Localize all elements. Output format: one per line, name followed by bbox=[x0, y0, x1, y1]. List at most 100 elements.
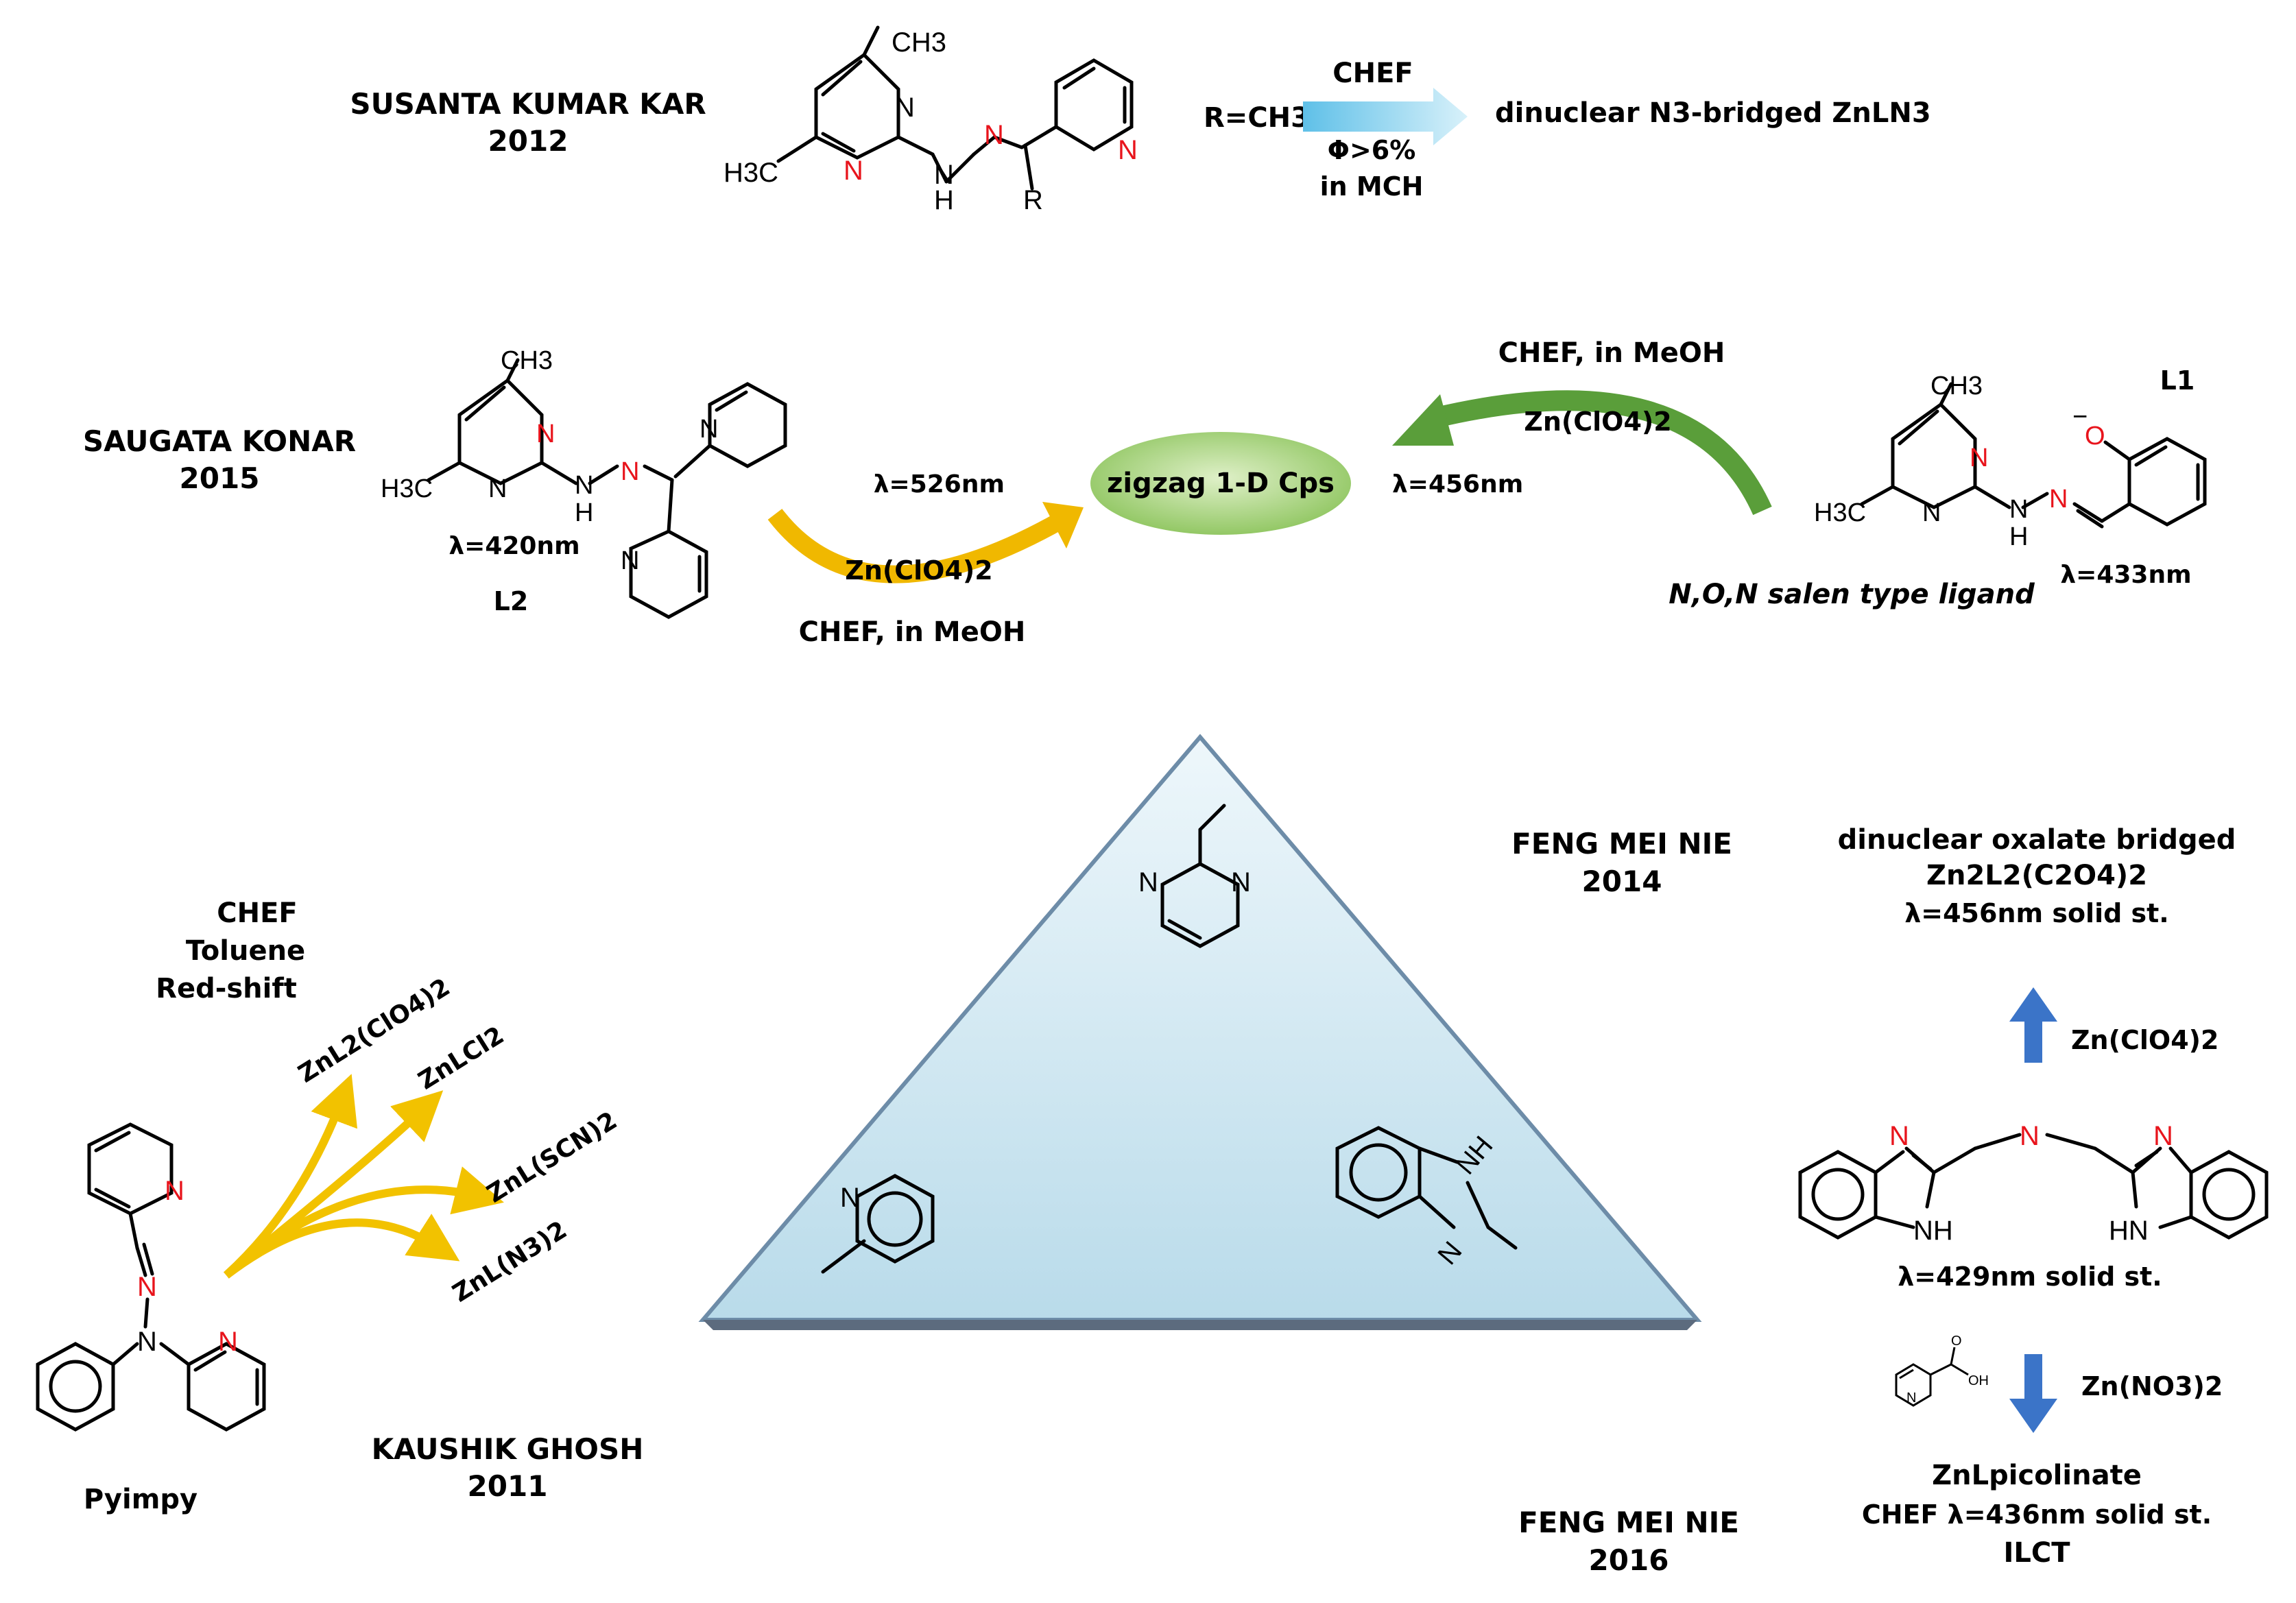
ghosh-product-4: ZnL(N3)2 bbox=[448, 1216, 572, 1307]
kar-pyrimidine-ring bbox=[814, 52, 900, 160]
konar-left-curved-arrow bbox=[767, 509, 1064, 583]
nie2014-author: FENG MEI NIE bbox=[1511, 827, 1732, 860]
l1-n-label-2: N bbox=[1922, 498, 1941, 527]
kar-ch3-label: CH3 bbox=[892, 27, 946, 58]
konar-year: 2015 bbox=[180, 461, 260, 495]
nie2016-author: FENG MEI NIE bbox=[1518, 1506, 1739, 1539]
nie2014-year: 2014 bbox=[1582, 865, 1662, 898]
kar-r-substituent: R=CH3 bbox=[1204, 102, 1310, 134]
ghosh-pyimpy-structure: N N N N bbox=[36, 1122, 266, 1432]
triangle-section: N N N NH N bbox=[698, 734, 1702, 1330]
l1-nh-n-label: N bbox=[2009, 495, 2028, 524]
l1-minus-sign: − bbox=[2072, 402, 2088, 431]
ghosh-author: KAUSHIK GHOSH bbox=[372, 1432, 644, 1466]
ghosh-condition-3: Red-shift bbox=[156, 973, 297, 1004]
konar-left-condition: CHEF, in MeOH bbox=[799, 616, 1026, 648]
nie2014-reagent: Zn(ClO4)2 bbox=[2071, 1025, 2219, 1055]
konar-right-curved-arrow bbox=[1431, 390, 1772, 516]
l2-ch3-label: CH3 bbox=[501, 346, 553, 375]
l2-h-label: H bbox=[575, 498, 593, 527]
picolinic-o: O bbox=[1951, 1334, 1962, 1349]
nie2014-product-line-1: dinuclear oxalate bridged bbox=[1838, 824, 2236, 856]
l2-nh-n-label: N bbox=[575, 471, 593, 500]
nie2016-year: 2016 bbox=[1589, 1543, 1669, 1577]
triangle-pyridine-n: N bbox=[840, 1183, 860, 1213]
konar-author: SAUGATA KONAR bbox=[83, 424, 356, 458]
ghosh-product-3: ZnL(SCN)2 bbox=[482, 1107, 622, 1209]
kar-ligand-structure: CH3 H3C N N N H N R N bbox=[724, 25, 1138, 215]
nie-ligand-nh: NH bbox=[1913, 1216, 1953, 1246]
kar-nh-n-label: N bbox=[934, 160, 954, 190]
triangle-pyrimidine: N N bbox=[1138, 804, 1251, 948]
l2-label: L2 bbox=[494, 586, 529, 616]
nie2016-reagent: Zn(NO3)2 bbox=[2081, 1371, 2223, 1401]
l2-lambda: λ=420nm bbox=[449, 532, 579, 560]
kar-n-label-1: N bbox=[895, 93, 915, 123]
l2-pyridine-ring-2 bbox=[629, 529, 708, 619]
nie-ligand-n-left: N bbox=[1889, 1121, 1909, 1151]
ghosh-ligand-name: Pyimpy bbox=[84, 1484, 198, 1515]
kar-h3c-label: H3C bbox=[724, 158, 778, 188]
l2-n-label-2: N bbox=[488, 474, 507, 503]
ghosh-product-2: ZnLCl2 bbox=[414, 1021, 509, 1095]
kar-pyridine-n-label: N bbox=[1118, 135, 1138, 165]
pyimpy-n-3: N bbox=[137, 1327, 157, 1357]
l2-pyridine-n-label-1: N bbox=[699, 415, 718, 444]
kar-n-label-2: N bbox=[844, 156, 863, 186]
l1-description: N,O,N salen type ligand bbox=[1669, 579, 2035, 610]
konar-product-ellipse bbox=[1090, 432, 1351, 535]
triangle-pyrimidine-n-2: N bbox=[1231, 867, 1251, 897]
kar-author: SUSANTA KUMAR KAR bbox=[350, 87, 706, 121]
ghosh-condition-2: Toluene bbox=[186, 935, 305, 967]
picolinic-n: N bbox=[1906, 1390, 1916, 1406]
l2-pyridine-n-label-2: N bbox=[621, 546, 639, 575]
pyimpy-n-2: N bbox=[137, 1272, 157, 1302]
l1-o-label: O bbox=[2085, 422, 2105, 450]
nie2014-product-line-2: Zn2L2(C2O4)2 bbox=[1926, 860, 2147, 891]
ghosh-fan-arrows bbox=[223, 1074, 504, 1279]
kar-arrow-bottom-label-1: Φ>6% bbox=[1328, 135, 1416, 165]
triangle-pyrimidine-n-1: N bbox=[1138, 867, 1158, 897]
kar-h-label: H bbox=[934, 185, 954, 215]
konar-l2-structure: CH3 H3C N N N H N N N bbox=[381, 346, 787, 619]
konar-section: SAUGATA KONAR 2015 CH3 H3C N N N H N N N bbox=[83, 337, 2207, 648]
kar-imine-n-label: N bbox=[984, 120, 1004, 150]
triangle-base-shadow bbox=[703, 1320, 1697, 1330]
l1-lambda: λ=433nm bbox=[2060, 561, 2191, 589]
nie-ligand-n-right: N bbox=[2153, 1121, 2173, 1151]
l2-n-label-1: N bbox=[536, 420, 555, 448]
nie2016-product-line-3: ILCT bbox=[2003, 1537, 2070, 1569]
nie-ligand-lambda: λ=429nm solid st. bbox=[1898, 1262, 2162, 1292]
konar-right-arrow-head bbox=[1392, 394, 1454, 446]
pyimpy-n-1: N bbox=[165, 1176, 184, 1206]
triangle-shape bbox=[698, 734, 1702, 1322]
kar-r-label: R bbox=[1023, 185, 1043, 215]
l2-pyrimidine-ring bbox=[457, 378, 544, 485]
picolinic-oh: OH bbox=[1968, 1373, 1989, 1388]
kar-product: dinuclear N3-bridged ZnLN3 bbox=[1495, 97, 1931, 129]
triangle-pyridine: N bbox=[821, 1174, 935, 1274]
ghosh-section: CHEF Toluene Red-shift ZnL2(ClO4)2 ZnLCl… bbox=[36, 897, 644, 1515]
l1-phenol-ring bbox=[2127, 437, 2207, 527]
nie-ligand-n-center: N bbox=[2020, 1121, 2040, 1151]
nie-section: FENG MEI NIE 2014 dinuclear oxalate brid… bbox=[1511, 824, 2269, 1577]
l2-pyridine-ring-1 bbox=[708, 382, 787, 468]
l1-ch3-label: CH3 bbox=[1930, 372, 1983, 400]
konar-right-condition: CHEF, in MeOH bbox=[1498, 337, 1725, 369]
kar-section: SUSANTA KUMAR KAR 2012 CH3 H3C N N N H bbox=[350, 25, 1931, 215]
l1-n-label-1: N bbox=[1970, 444, 1988, 472]
l1-h-label: H bbox=[2009, 522, 2028, 551]
nie-ligand-hn: HN bbox=[2109, 1216, 2149, 1246]
kar-arrow-top-label: CHEF bbox=[1332, 58, 1413, 89]
nie2016-product-line-1: ZnLpicolinate bbox=[1932, 1460, 2142, 1491]
konar-right-lambda: λ=456nm bbox=[1392, 470, 1523, 498]
nie2016-product-line-2: CHEF λ=436nm solid st. bbox=[1862, 1499, 2212, 1530]
ghosh-year: 2011 bbox=[468, 1469, 548, 1503]
picolinic-acid-structure: N O OH bbox=[1895, 1334, 1989, 1407]
konar-right-reagent: Zn(ClO4)2 bbox=[1524, 407, 1671, 437]
nie-ligand-structure: N N N NH HN bbox=[1798, 1121, 2269, 1246]
nie2014-up-arrow bbox=[2009, 987, 2057, 1063]
nie2016-down-arrow bbox=[2009, 1354, 2057, 1433]
